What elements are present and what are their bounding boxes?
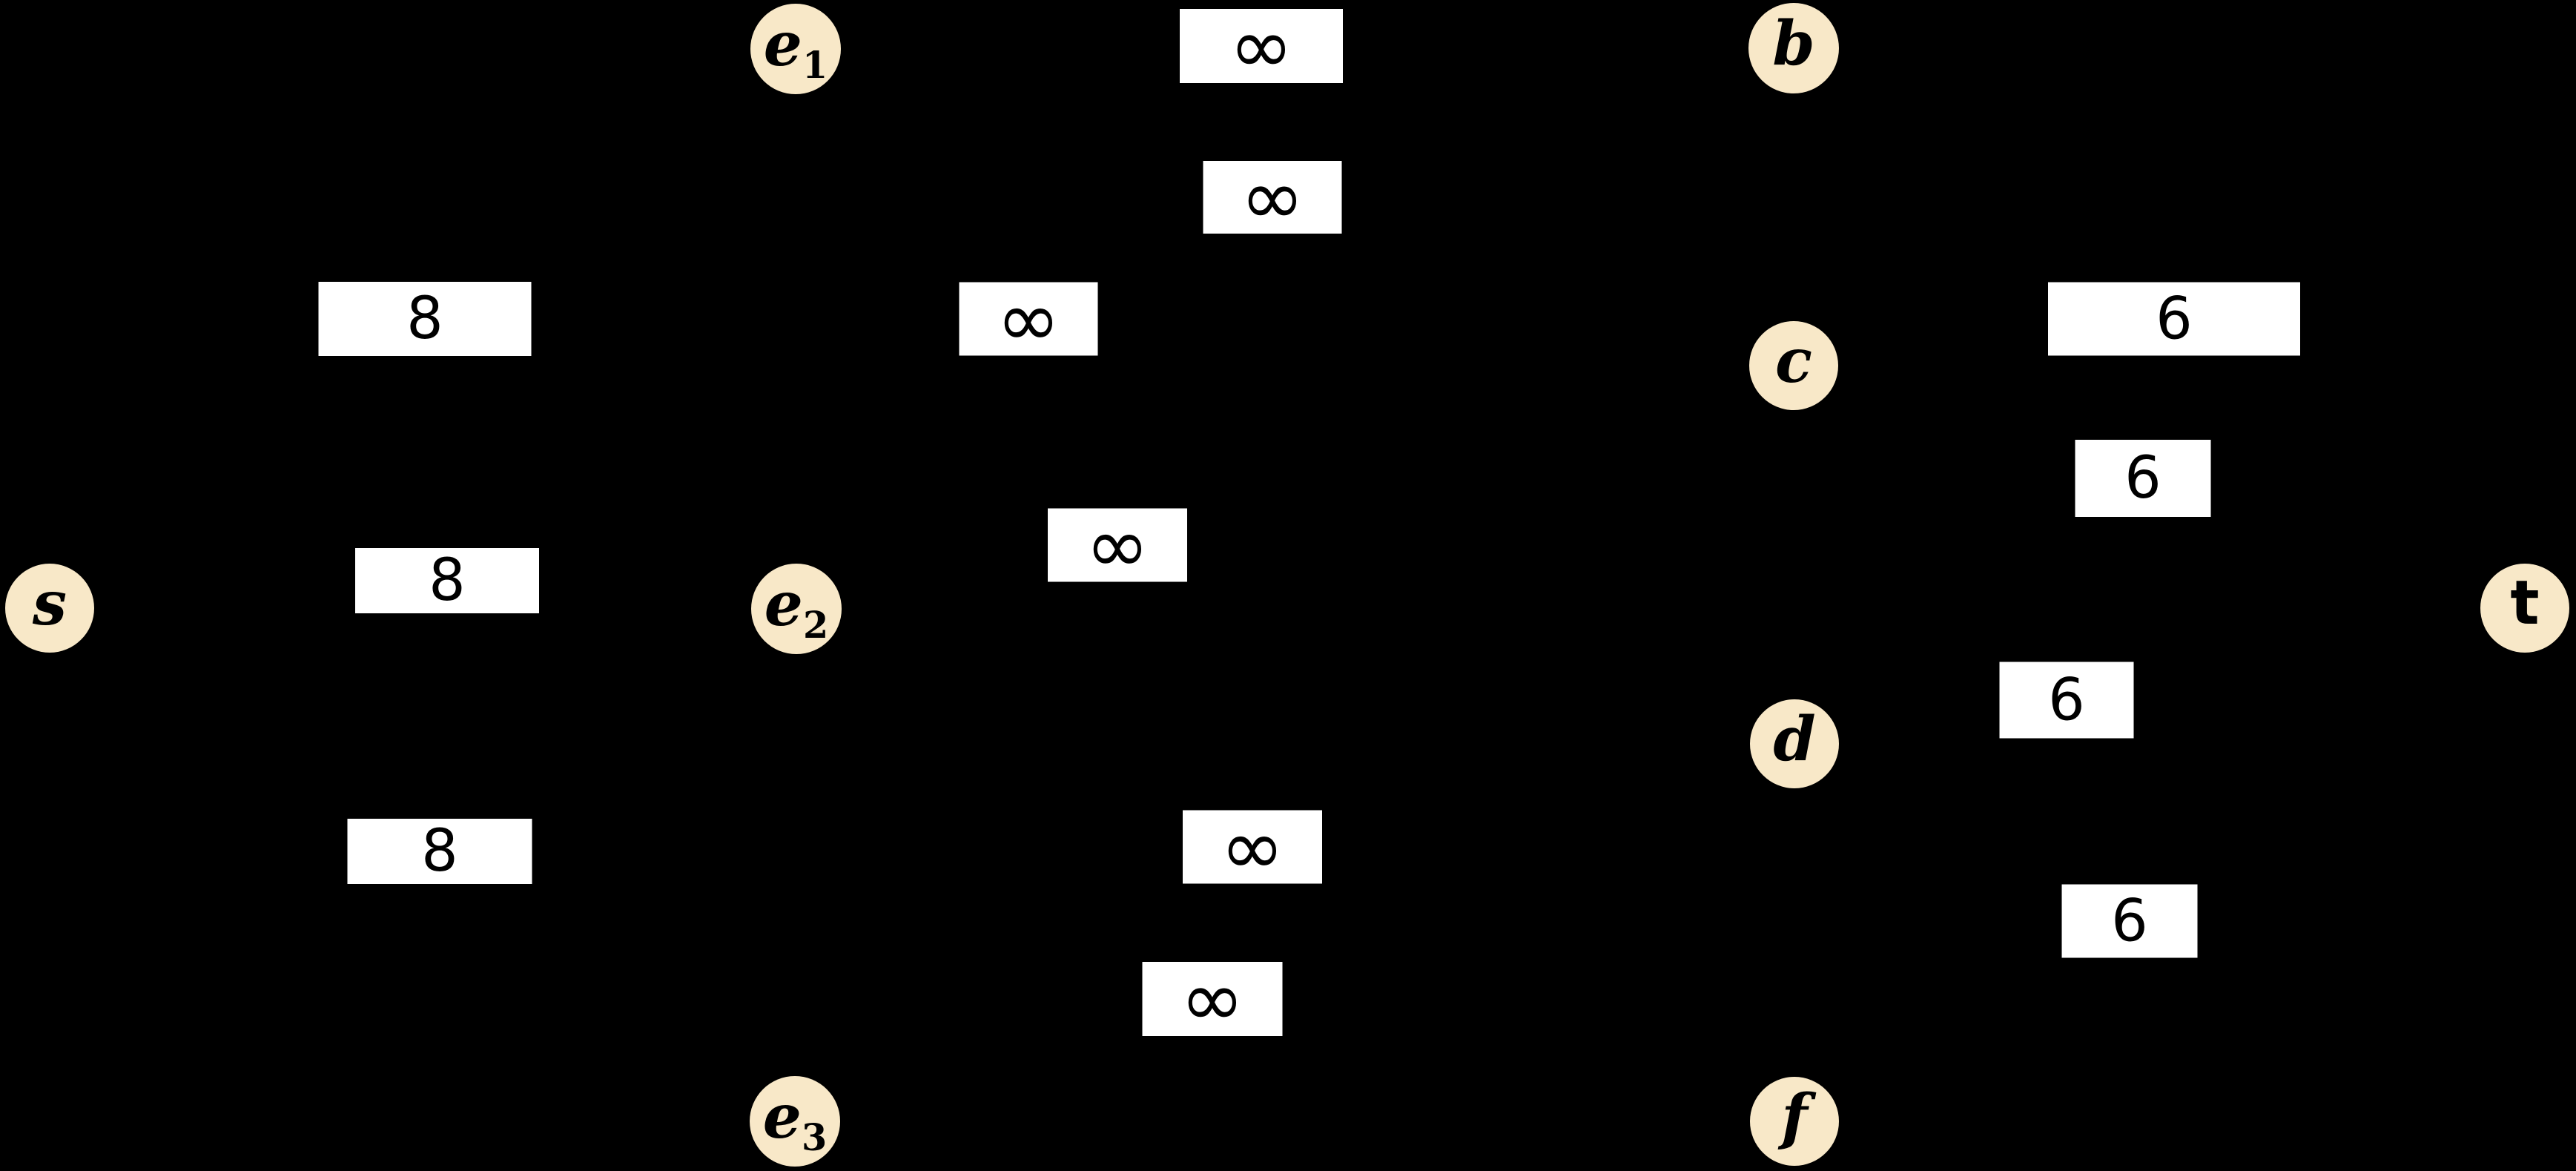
node-e1-label-main: e (763, 8, 802, 80)
edge-weight-text-6-1: 6 (2156, 286, 2193, 352)
node-s: s (5, 564, 94, 653)
edge-weight-box-inf-4: ∞ (1048, 500, 1187, 590)
node-s-label-main: s (32, 567, 67, 639)
edge-weight-text-8-1: 8 (406, 286, 443, 352)
edge-weight-text-6-3: 6 (2048, 667, 2085, 733)
edge-weight-text-inf-2: ∞ (1240, 152, 1305, 243)
node-b-label-main: b (1772, 7, 1815, 79)
edge-weight-text-inf-4: ∞ (1085, 500, 1150, 590)
node-e1-label: e1 (764, 14, 828, 84)
node-b: b (1748, 3, 1839, 93)
node-t-label-main: t (2510, 568, 2540, 639)
edge-weight-box-6-3: 6 (1999, 662, 2134, 739)
node-e2: e2 (751, 564, 842, 654)
node-e2-label-sub: 2 (802, 604, 829, 647)
edge-weight-box-6-4: 6 (2061, 884, 2198, 958)
node-c: c (1749, 321, 1838, 410)
node-e3-label: e3 (763, 1086, 827, 1156)
edge-weight-text-inf-1: ∞ (1229, 1, 1294, 91)
node-e1-label-sub: 1 (802, 44, 828, 87)
node-t: t (2480, 564, 2569, 653)
edge-weight-text-8-2: 8 (429, 547, 466, 614)
edge-weight-box-inf-2: ∞ (1203, 152, 1342, 243)
edge-weight-box-8-1: 8 (318, 282, 532, 356)
edge-weight-text-inf-6: ∞ (1180, 954, 1245, 1044)
edge-weight-box-inf-1: ∞ (1180, 1, 1343, 91)
edge-weight-box-8-3: 8 (347, 818, 532, 885)
node-f: f (1750, 1077, 1839, 1166)
node-e3-label-sub: 3 (801, 1116, 828, 1159)
node-c-label-main: c (1775, 325, 1812, 397)
node-e2-label: e2 (764, 574, 828, 644)
edge-weight-box-inf-5: ∞ (1183, 802, 1322, 892)
node-e3-label-main: e (762, 1081, 802, 1152)
edge-weight-text-inf-3: ∞ (996, 274, 1061, 364)
node-d: d (1750, 699, 1839, 788)
node-s-label: s (33, 573, 67, 643)
edge-weight-box-inf-3: ∞ (959, 274, 1098, 364)
node-e1: e1 (750, 4, 841, 94)
node-d-label: d (1773, 709, 1815, 779)
edge-weight-box-6-2: 6 (2075, 440, 2211, 517)
edge-weight-text-6-2: 6 (2124, 445, 2161, 512)
node-f-label-main: f (1781, 1081, 1808, 1152)
node-b-label: b (1772, 13, 1814, 83)
edge-weight-text-inf-5: ∞ (1220, 802, 1285, 892)
edge-weight-text-6-4: 6 (2111, 888, 2148, 954)
edge-weight-text-8-3: 8 (421, 818, 458, 885)
edge-weight-box-8-2: 8 (355, 548, 539, 613)
node-d-label-main: d (1773, 703, 1816, 775)
edge-weight-box-6-1: 6 (2048, 282, 2300, 356)
node-t-label: t (2510, 573, 2539, 642)
node-f-label: f (1781, 1086, 1807, 1156)
node-c-label: c (1775, 331, 1812, 400)
node-e2-label-main: e (764, 568, 803, 640)
edge-weight-box-inf-6: ∞ (1142, 954, 1283, 1044)
node-e3: e3 (750, 1076, 840, 1167)
